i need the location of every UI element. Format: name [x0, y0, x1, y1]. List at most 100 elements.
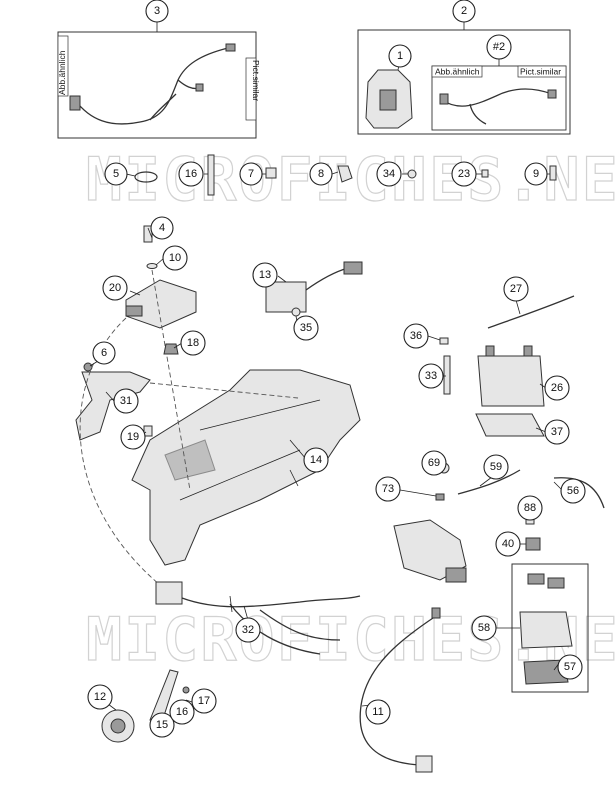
callout-23[interactable]: 23 [451, 161, 477, 187]
svg-text:33: 33 [425, 370, 437, 382]
ecu-part-20 [125, 279, 197, 329]
callout-15[interactable]: 15 [149, 712, 175, 738]
callout-4[interactable]: 4 [150, 216, 174, 240]
svg-text:32: 32 [242, 624, 254, 636]
harness-part-32 [155, 581, 361, 655]
svg-text:35: 35 [300, 322, 312, 334]
svg-text:14: 14 [310, 454, 322, 466]
callout-7[interactable]: 7 [239, 162, 263, 186]
callout-33[interactable]: 33 [418, 363, 444, 389]
svg-text:37: 37 [551, 426, 563, 438]
callout-13[interactable]: 13 [252, 262, 278, 288]
tag-pict-similar-2: Pict.similar [520, 67, 561, 77]
callout-14[interactable]: 14 [303, 447, 329, 473]
svg-text:17: 17 [198, 695, 210, 707]
callout-16b[interactable]: 16 [169, 699, 195, 725]
cable-part-27 [487, 295, 575, 329]
svg-text:36: 36 [410, 330, 422, 342]
svg-text:26: 26 [551, 382, 563, 394]
callout-56[interactable]: 56 [560, 478, 586, 504]
svg-text:19: 19 [127, 431, 139, 443]
callout-69[interactable]: 69 [421, 450, 447, 476]
callout-12[interactable]: 12 [87, 684, 113, 710]
svg-text:58: 58 [478, 622, 490, 634]
small-parts-row [125, 154, 557, 196]
callout-9[interactable]: 9 [524, 162, 548, 186]
svg-text:69: 69 [428, 457, 440, 469]
svg-text:57: 57 [564, 661, 576, 673]
svg-text:11: 11 [372, 706, 383, 718]
svg-text:20: 20 [109, 282, 121, 294]
bracket-part-31 [75, 362, 151, 441]
tag-abb-aehnlich-2: Abb.ähnlich [435, 67, 480, 77]
screw-part-36 [439, 337, 449, 345]
callout-8[interactable]: 8 [309, 162, 333, 186]
svg-text:18: 18 [187, 337, 199, 349]
callout-2[interactable]: 2 [452, 0, 476, 23]
svg-text:56: 56 [567, 485, 579, 497]
callout-19[interactable]: 19 [120, 424, 146, 450]
callout-31[interactable]: 31 [113, 388, 139, 414]
svg-text:16: 16 [185, 168, 197, 180]
svg-text:27: 27 [510, 283, 522, 295]
callout-58[interactable]: 58 [471, 615, 497, 641]
battery-part-26 [477, 345, 545, 407]
svg-text:15: 15 [156, 719, 168, 731]
svg-text:5: 5 [113, 168, 119, 180]
svg-text:1: 1 [397, 50, 403, 62]
svg-text:73: 73 [382, 483, 394, 495]
callout-5[interactable]: 5 [104, 162, 128, 186]
svg-text:59: 59 [490, 461, 502, 473]
tag-abb-aehnlich-3: Abb.ähnlich [57, 50, 67, 95]
svg-text:10: 10 [169, 252, 181, 264]
callout-57[interactable]: 57 [557, 654, 583, 680]
callout-17[interactable]: 17 [191, 688, 217, 714]
callout-2b[interactable]: #2 [486, 34, 512, 60]
callout-37[interactable]: 37 [544, 419, 570, 445]
callout-16a[interactable]: 16 [178, 161, 204, 187]
regulator-part-13 [265, 261, 363, 317]
starter-motor [393, 519, 467, 583]
svg-text:6: 6 [101, 347, 107, 359]
horn-part-12 [101, 669, 190, 743]
svg-text:16: 16 [176, 706, 188, 718]
cover-part-40 [525, 537, 541, 551]
callout-3[interactable]: 3 [145, 0, 169, 23]
callout-6[interactable]: 6 [92, 341, 116, 365]
box-part-3: Abb.ähnlich Pict.similar [57, 22, 261, 139]
svg-text:4: 4 [159, 222, 165, 234]
cable-part-56 [553, 477, 605, 509]
callout-59[interactable]: 59 [483, 454, 509, 480]
callout-40[interactable]: 40 [495, 531, 521, 557]
callout-35[interactable]: 35 [293, 315, 319, 341]
housing-part-14 [131, 369, 361, 566]
nut-part-73 [435, 493, 445, 501]
svg-text:40: 40 [502, 538, 514, 550]
callout-32[interactable]: 32 [235, 617, 261, 643]
svg-text:12: 12 [94, 691, 106, 703]
svg-text:88: 88 [524, 502, 536, 514]
svg-text:7: 7 [248, 168, 254, 180]
callout-36[interactable]: 36 [403, 323, 429, 349]
tag-pict-similar-3: Pict.similar [251, 60, 261, 101]
callout-26[interactable]: 26 [544, 375, 570, 401]
svg-text:2: 2 [461, 5, 467, 17]
callout-10[interactable]: 10 [162, 245, 188, 271]
cable-part-59 [457, 469, 521, 495]
svg-text:31: 31 [120, 395, 132, 407]
callout-27[interactable]: 27 [503, 276, 529, 302]
strap-part-33 [443, 355, 451, 395]
bolt-part-4 [143, 225, 191, 491]
callout-20[interactable]: 20 [102, 275, 128, 301]
pad-part-37 [475, 413, 545, 437]
svg-text:23: 23 [458, 168, 470, 180]
callout-18[interactable]: 18 [180, 330, 206, 356]
callout-73[interactable]: 73 [375, 476, 401, 502]
callout-34[interactable]: 34 [376, 161, 402, 187]
callout-88[interactable]: 88 [517, 495, 543, 521]
svg-text:13: 13 [259, 269, 271, 281]
callout-11[interactable]: 11 [365, 699, 391, 725]
box-part-2: Abb.ähnlich Pict.similar [357, 22, 571, 135]
callout-1[interactable]: 1 [388, 44, 412, 68]
